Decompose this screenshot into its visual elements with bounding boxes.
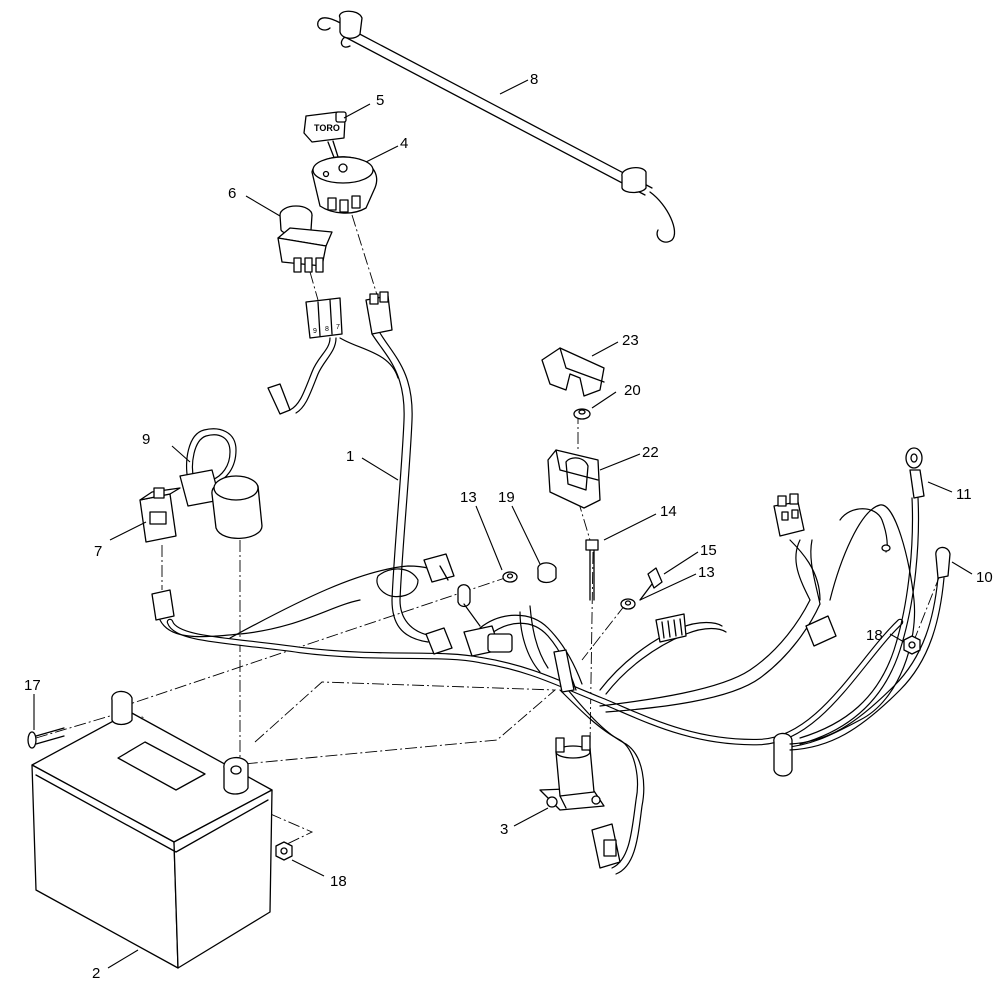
callout-9: 9 xyxy=(142,431,150,448)
callout-4: 4 xyxy=(400,135,408,152)
starter-solenoid xyxy=(539,735,605,811)
callout-5: 5 xyxy=(376,92,384,109)
battery: + xyxy=(31,690,273,969)
pto-switch xyxy=(277,205,333,273)
switch-terminal-9: 9 xyxy=(313,328,317,335)
cable-11-branch xyxy=(839,508,891,553)
fuse-holder-loop xyxy=(179,428,263,540)
switch-terminal-7: 7 xyxy=(336,324,340,331)
battery-polarity-label: + xyxy=(140,715,144,722)
callout-18-lower: 18 xyxy=(330,873,347,890)
callout-13-upper: 13 xyxy=(460,489,477,506)
main-wiring-harness xyxy=(159,332,916,875)
assembly-centerlines xyxy=(35,214,941,847)
ignition-switch-connector xyxy=(365,291,393,335)
battery-bolt xyxy=(27,727,65,749)
callout-numbers: 8 5 4 6 23 20 22 1 9 11 10 13 19 14 15 1… xyxy=(24,71,993,982)
callout-22: 22 xyxy=(642,444,659,461)
callout-18-right: 18 xyxy=(866,627,883,644)
pto-switch-connector: 9 8 7 xyxy=(305,297,343,339)
callout-17: 17 xyxy=(24,677,41,694)
switch-terminal-8: 8 xyxy=(325,326,329,333)
callout-6: 6 xyxy=(228,185,236,202)
callout-1: 1 xyxy=(346,448,354,465)
support-rod xyxy=(317,10,676,243)
fuse-block-screw xyxy=(585,539,599,601)
callout-7: 7 xyxy=(94,543,102,560)
nut-battery xyxy=(275,841,293,861)
callout-13-lower: 13 xyxy=(698,564,715,581)
callout-leaders xyxy=(33,79,973,969)
fuse-block-washer xyxy=(573,408,591,420)
callout-23: 23 xyxy=(622,332,639,349)
callout-15: 15 xyxy=(700,542,717,559)
nut-right xyxy=(903,635,921,655)
ignition-key: TORO xyxy=(303,111,347,161)
callout-2: 2 xyxy=(92,965,100,982)
callout-8: 8 xyxy=(530,71,538,88)
callout-10: 10 xyxy=(976,569,993,586)
fuse-block-cover xyxy=(541,347,605,397)
harness-connectors xyxy=(151,493,837,869)
callout-3: 3 xyxy=(500,821,508,838)
ignition-switch xyxy=(311,156,378,214)
relay xyxy=(139,487,181,543)
hardware-fasteners xyxy=(502,562,663,610)
fuse-block xyxy=(547,449,601,509)
callout-19: 19 xyxy=(498,489,515,506)
callout-11: 11 xyxy=(956,486,972,503)
callout-20: 20 xyxy=(624,382,641,399)
battery-cable-10 xyxy=(789,546,951,751)
key-brand-text: TORO xyxy=(314,123,340,133)
callout-14: 14 xyxy=(660,503,677,520)
ground-cable-11 xyxy=(799,447,925,745)
